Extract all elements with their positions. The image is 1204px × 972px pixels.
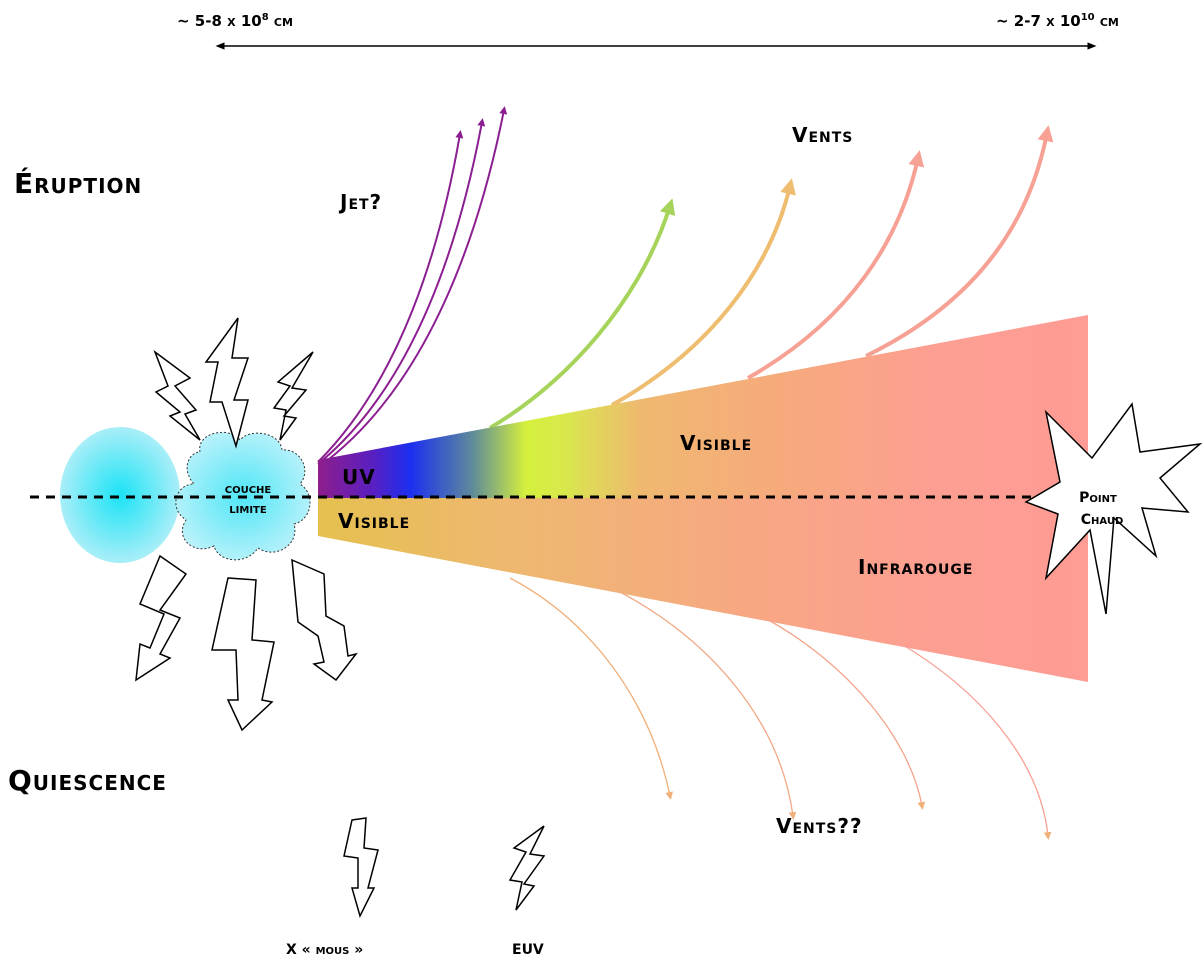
visible-top-label: Visible [680,431,752,455]
accretion-disk [318,315,1088,682]
eruption-title: Éruption [14,166,142,200]
scale-right-label: ~ 2-7 x 1010 cm [996,12,1119,30]
wind-arrows-bottom [509,577,1052,840]
hot-spot: Point Chaud [1024,402,1203,615]
bolts-quiescence [343,817,546,919]
quiescence-title: Quiescence [8,764,167,797]
bolts-eruption [153,317,314,449]
winds-bottom-label: Vents?? [776,814,863,838]
euv-label: EUV [512,942,544,958]
wind-arrows-top [488,125,1054,430]
couche-label-line1: couche [225,481,272,497]
visible-bottom-label: Visible [338,509,410,533]
winds-top-label: Vents [792,123,853,147]
disk-bottom-half [318,498,1088,682]
scale-bar: ~ 5-8 x 108 cm ~ 2-7 x 1010 cm [177,12,1119,50]
scale-left-label: ~ 5-8 x 108 cm [177,12,293,30]
hot-spot-label-line2: Chaud [1081,512,1124,528]
hot-spot-burst-icon [1024,402,1203,615]
disk-top-half [318,315,1088,498]
infrared-label: Infrarouge [858,555,973,579]
uv-label: UV [342,465,376,489]
compact-star [60,427,180,563]
euv-bolt-icon [508,825,546,911]
x-mous-label: X « mous » [286,942,363,958]
jet-arrows [317,106,508,467]
jet-label: Jet? [338,190,382,214]
bolts-eruption-down [135,554,358,732]
hot-spot-label-line1: Point [1079,490,1117,506]
x-ray-bolt-icon [343,817,379,919]
couche-label-line2: limite [229,501,267,517]
